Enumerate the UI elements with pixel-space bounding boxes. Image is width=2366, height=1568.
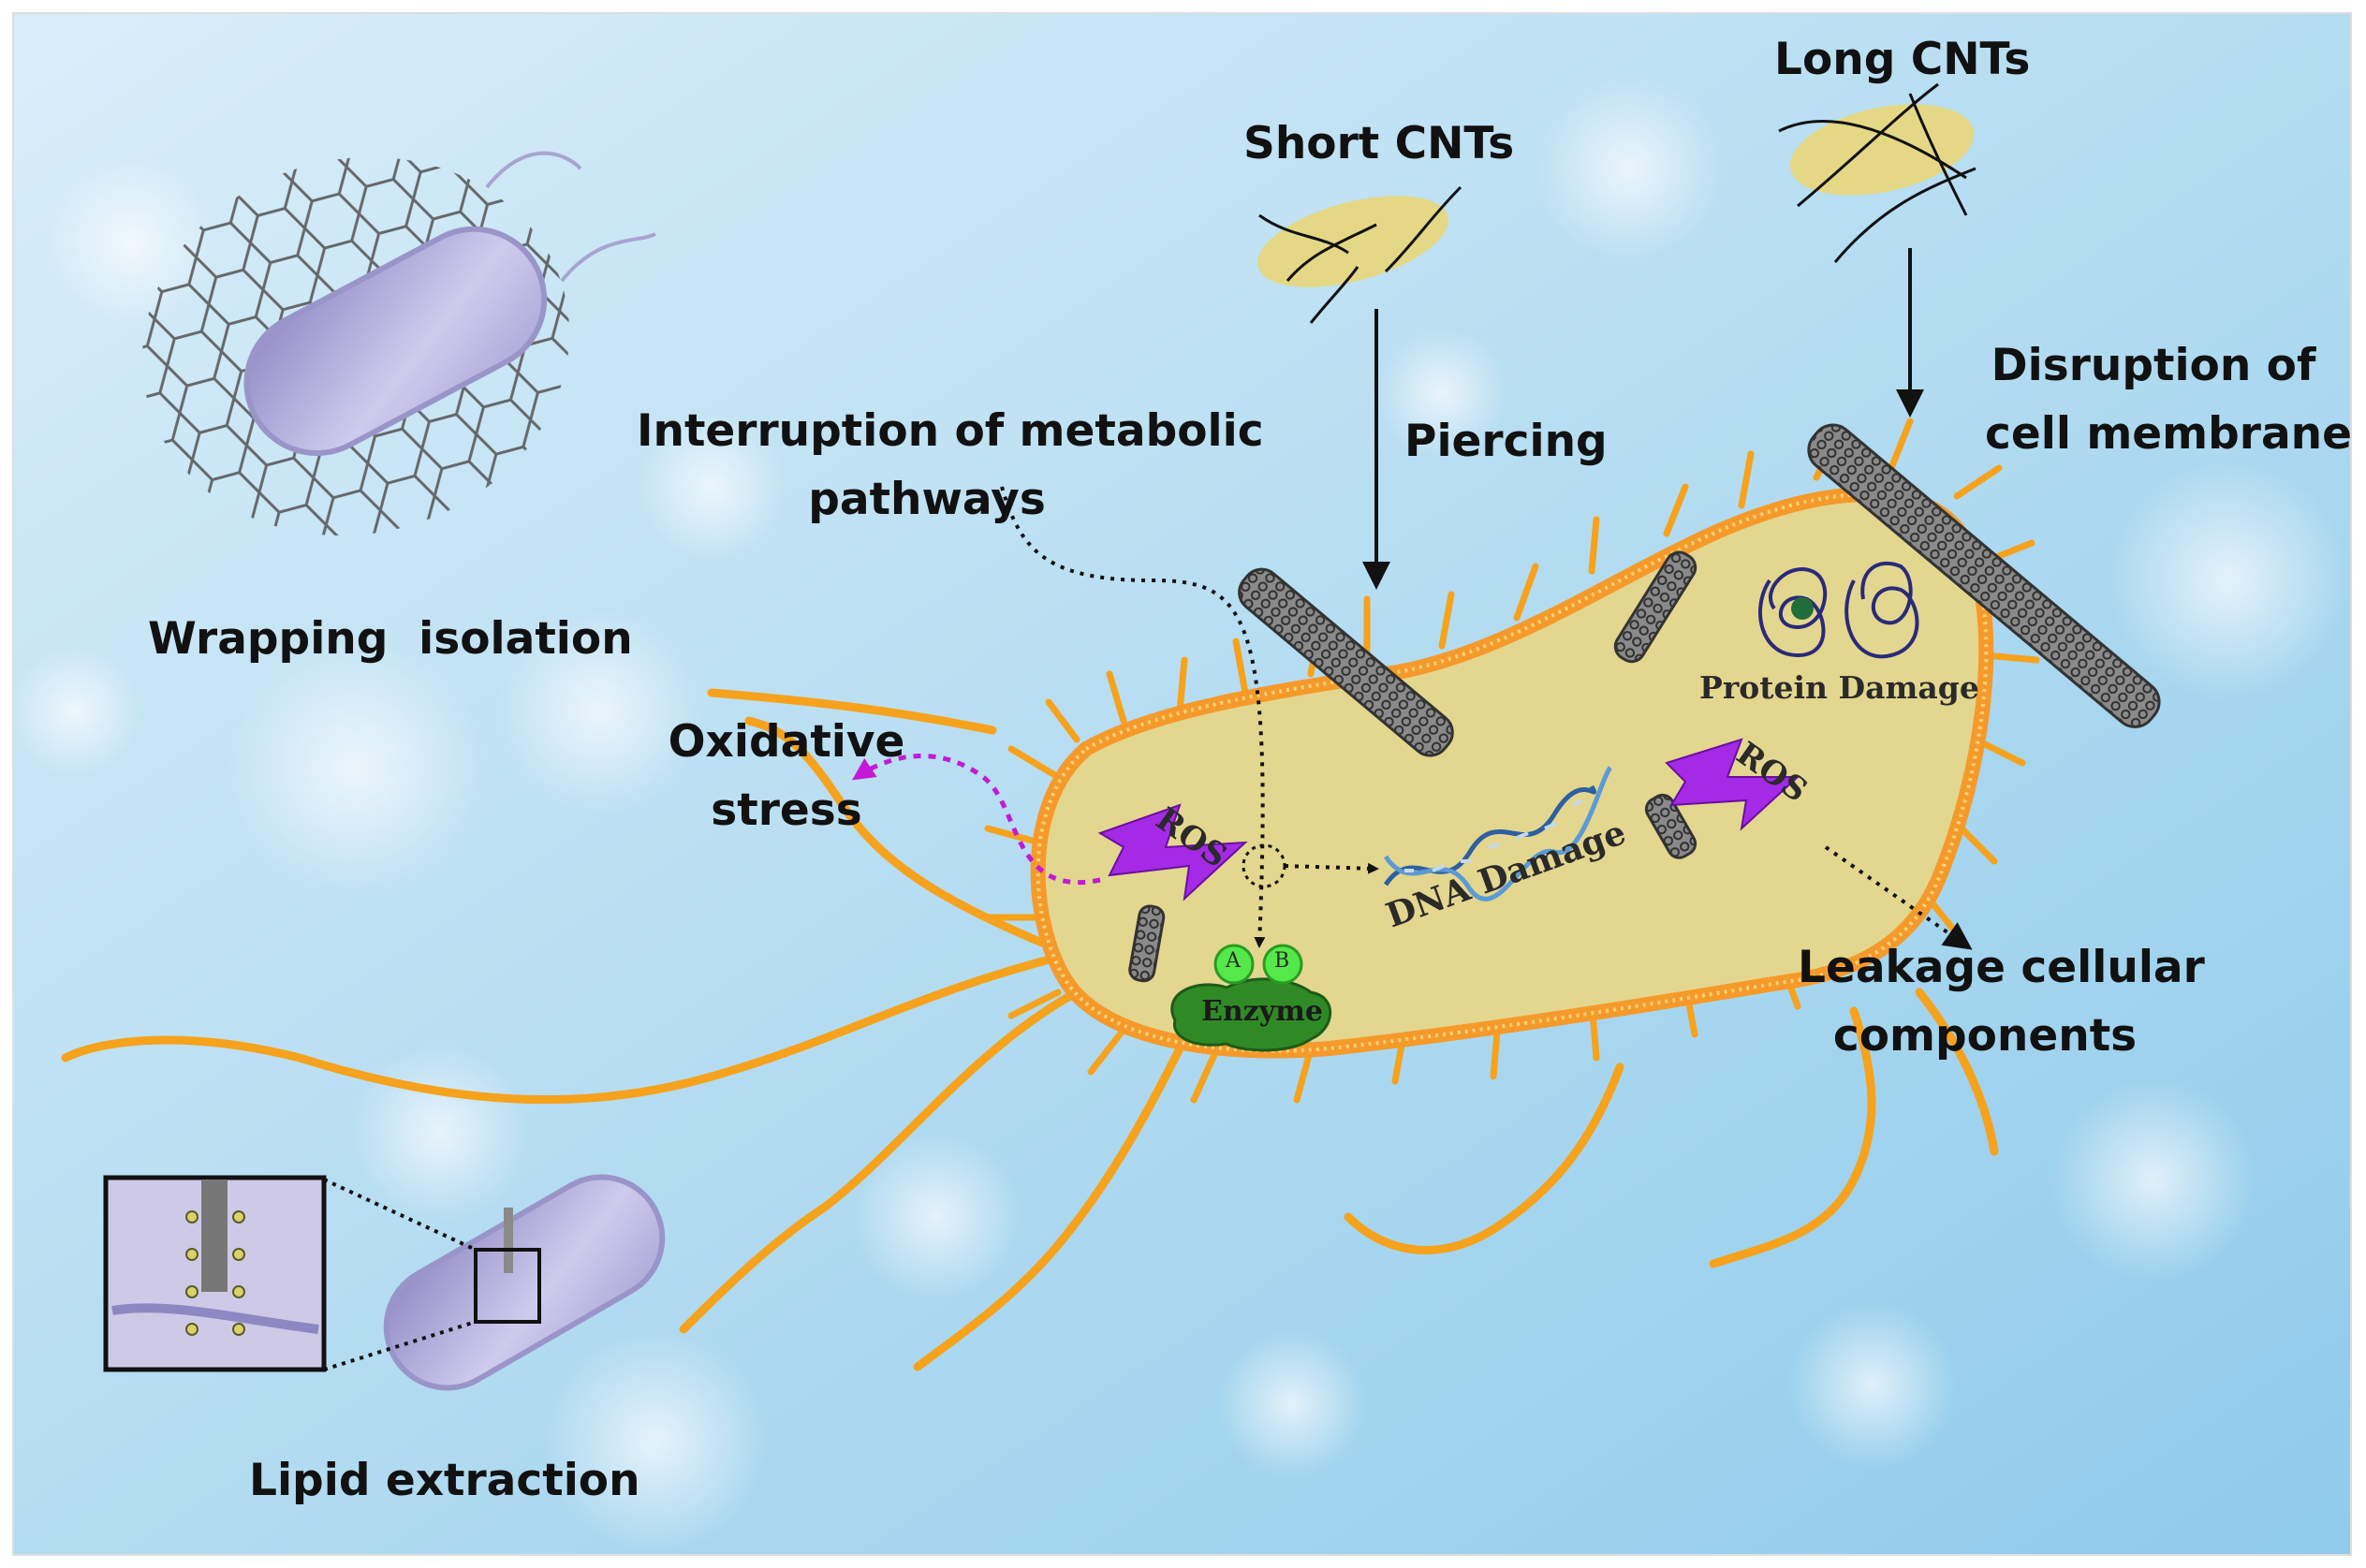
leakage-label: Leakage cellular components	[1798, 934, 2205, 1071]
dna-helix-icon	[1383, 766, 1613, 901]
lipid-extraction-illustration	[103, 1174, 666, 1391]
carbon-nanotube-icon	[1644, 793, 1697, 859]
connectors	[852, 486, 1973, 950]
protein-damage-label: Protein Damage	[1699, 669, 1979, 706]
lipid-dots	[185, 1210, 245, 1336]
oxidative-stress-label: Oxidative stress	[660, 709, 913, 845]
small-cnt	[504, 1208, 513, 1273]
carbon-nanotube-icon	[1128, 904, 1166, 983]
leakage-arrow	[1824, 845, 1973, 950]
short-cnts-label: Short CNTs	[1243, 118, 1515, 169]
enzyme-label: Enzyme	[1201, 995, 1323, 1028]
leakage-line1: Leakage cellular	[1798, 942, 2205, 993]
carbon-nanotube-icon	[1238, 567, 1454, 757]
substrate-b-label: B	[1274, 949, 1290, 973]
oxidative-line2: stress	[711, 784, 862, 836]
interruption-line2: pathways	[808, 473, 1046, 525]
wrapping-isolation-illustration	[141, 151, 656, 536]
enzyme-icon	[1170, 944, 1332, 1052]
disruption-label: Disruption of cell membrane	[1985, 332, 2353, 469]
protein-bead	[1791, 597, 1814, 620]
main-bacterium	[61, 418, 2161, 1371]
carbon-nanotube-icon	[1613, 550, 1697, 664]
long-cnts-illustration	[1778, 82, 1977, 418]
flagella	[61, 688, 1999, 1371]
leakage-line2: components	[1832, 1009, 2138, 1062]
zoom-box	[474, 1248, 541, 1324]
piercing-label: Piercing	[1404, 416, 1608, 467]
disruption-line2: cell membrane	[1985, 407, 2353, 460]
ros-lightning-icon	[1665, 738, 1800, 831]
bokeh-lights	[9, 75, 2350, 1554]
disruption-line1: Disruption of	[1991, 340, 2316, 391]
bacterium-icon	[383, 1174, 666, 1391]
short-cnts-illustration	[1256, 185, 1462, 590]
ros-lightning-icon	[1097, 803, 1248, 901]
lipid-extraction-label: Lipid extraction	[249, 1455, 640, 1506]
protein-coil-icon	[1758, 561, 1919, 659]
substrate-a-label: A	[1226, 949, 1241, 973]
carbon-nanotube-icon	[1807, 423, 2161, 728]
interruption-line1: Interruption of metabolic	[637, 405, 1264, 457]
wrapping-isolation-label: Wrapping isolation	[148, 613, 633, 665]
oxidative-line1: Oxidative	[668, 716, 905, 768]
oxidative-arrow	[852, 754, 1101, 885]
interruption-label: Interruption of metabolic pathways	[637, 398, 1264, 535]
bacterium-icon	[243, 226, 548, 457]
long-cnts-label: Long CNTs	[1774, 34, 2031, 85]
